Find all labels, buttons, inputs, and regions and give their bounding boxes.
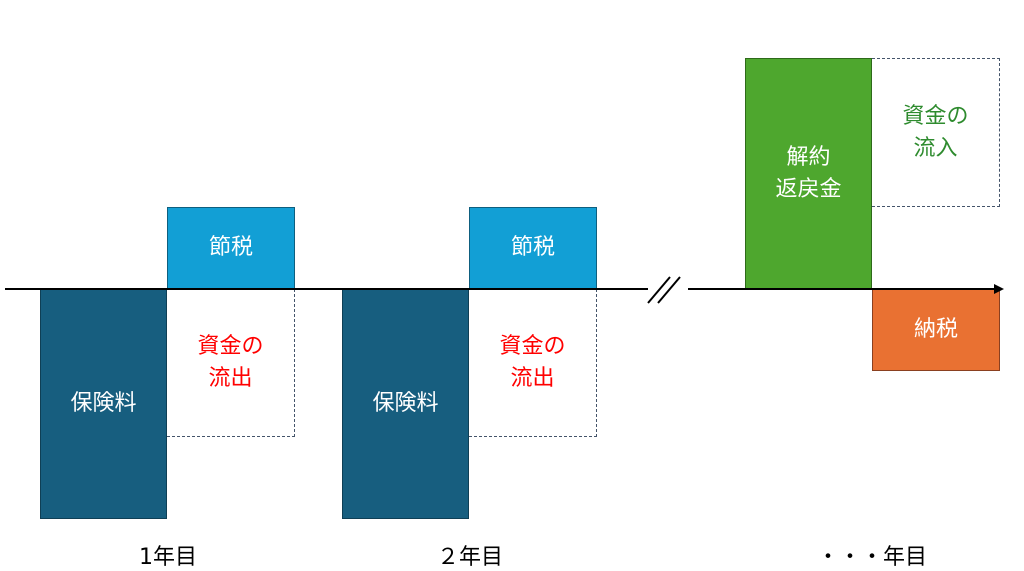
axis-break-icon (647, 276, 688, 304)
outflow-text: 流出 (208, 365, 253, 391)
outflow-text: 流出 (510, 365, 555, 391)
tax-payment-bar: 納税 (872, 289, 1000, 371)
time-axis (5, 288, 995, 290)
inflow-text: 資金の (902, 103, 969, 129)
refund-label: 返戻金 (775, 176, 842, 202)
year-label-2: ２年目 (436, 545, 503, 570)
surrender-refund-bar: 解約返戻金 (745, 58, 872, 289)
axis-arrow-icon (994, 284, 1004, 294)
premium-bar-year2: 保険料 (342, 289, 469, 519)
tax-saving-bar-year1: 節税 (167, 207, 295, 289)
refund-label: 解約 (786, 144, 831, 170)
premium-label: 保険料 (372, 391, 439, 416)
premium-bar-year1: 保険料 (40, 289, 167, 519)
outflow-text: 資金の (197, 333, 264, 359)
outflow-box-year2: 資金の流出 (469, 289, 597, 437)
outflow-box-year1: 資金の流出 (167, 289, 295, 437)
inflow-text: 流入 (913, 135, 958, 161)
premium-label: 保険料 (70, 391, 137, 416)
tax-saving-bar-year2: 節税 (469, 207, 597, 289)
tax-label: 納税 (913, 317, 958, 342)
tax-saving-label: 節税 (510, 235, 555, 260)
tax-saving-label: 節税 (208, 235, 253, 260)
year-label-final: ・・・年目 (816, 545, 927, 570)
inflow-box: 資金の流入 (872, 58, 1000, 207)
year-label-1: 1年目 (139, 545, 197, 570)
outflow-text: 資金の (499, 333, 566, 359)
